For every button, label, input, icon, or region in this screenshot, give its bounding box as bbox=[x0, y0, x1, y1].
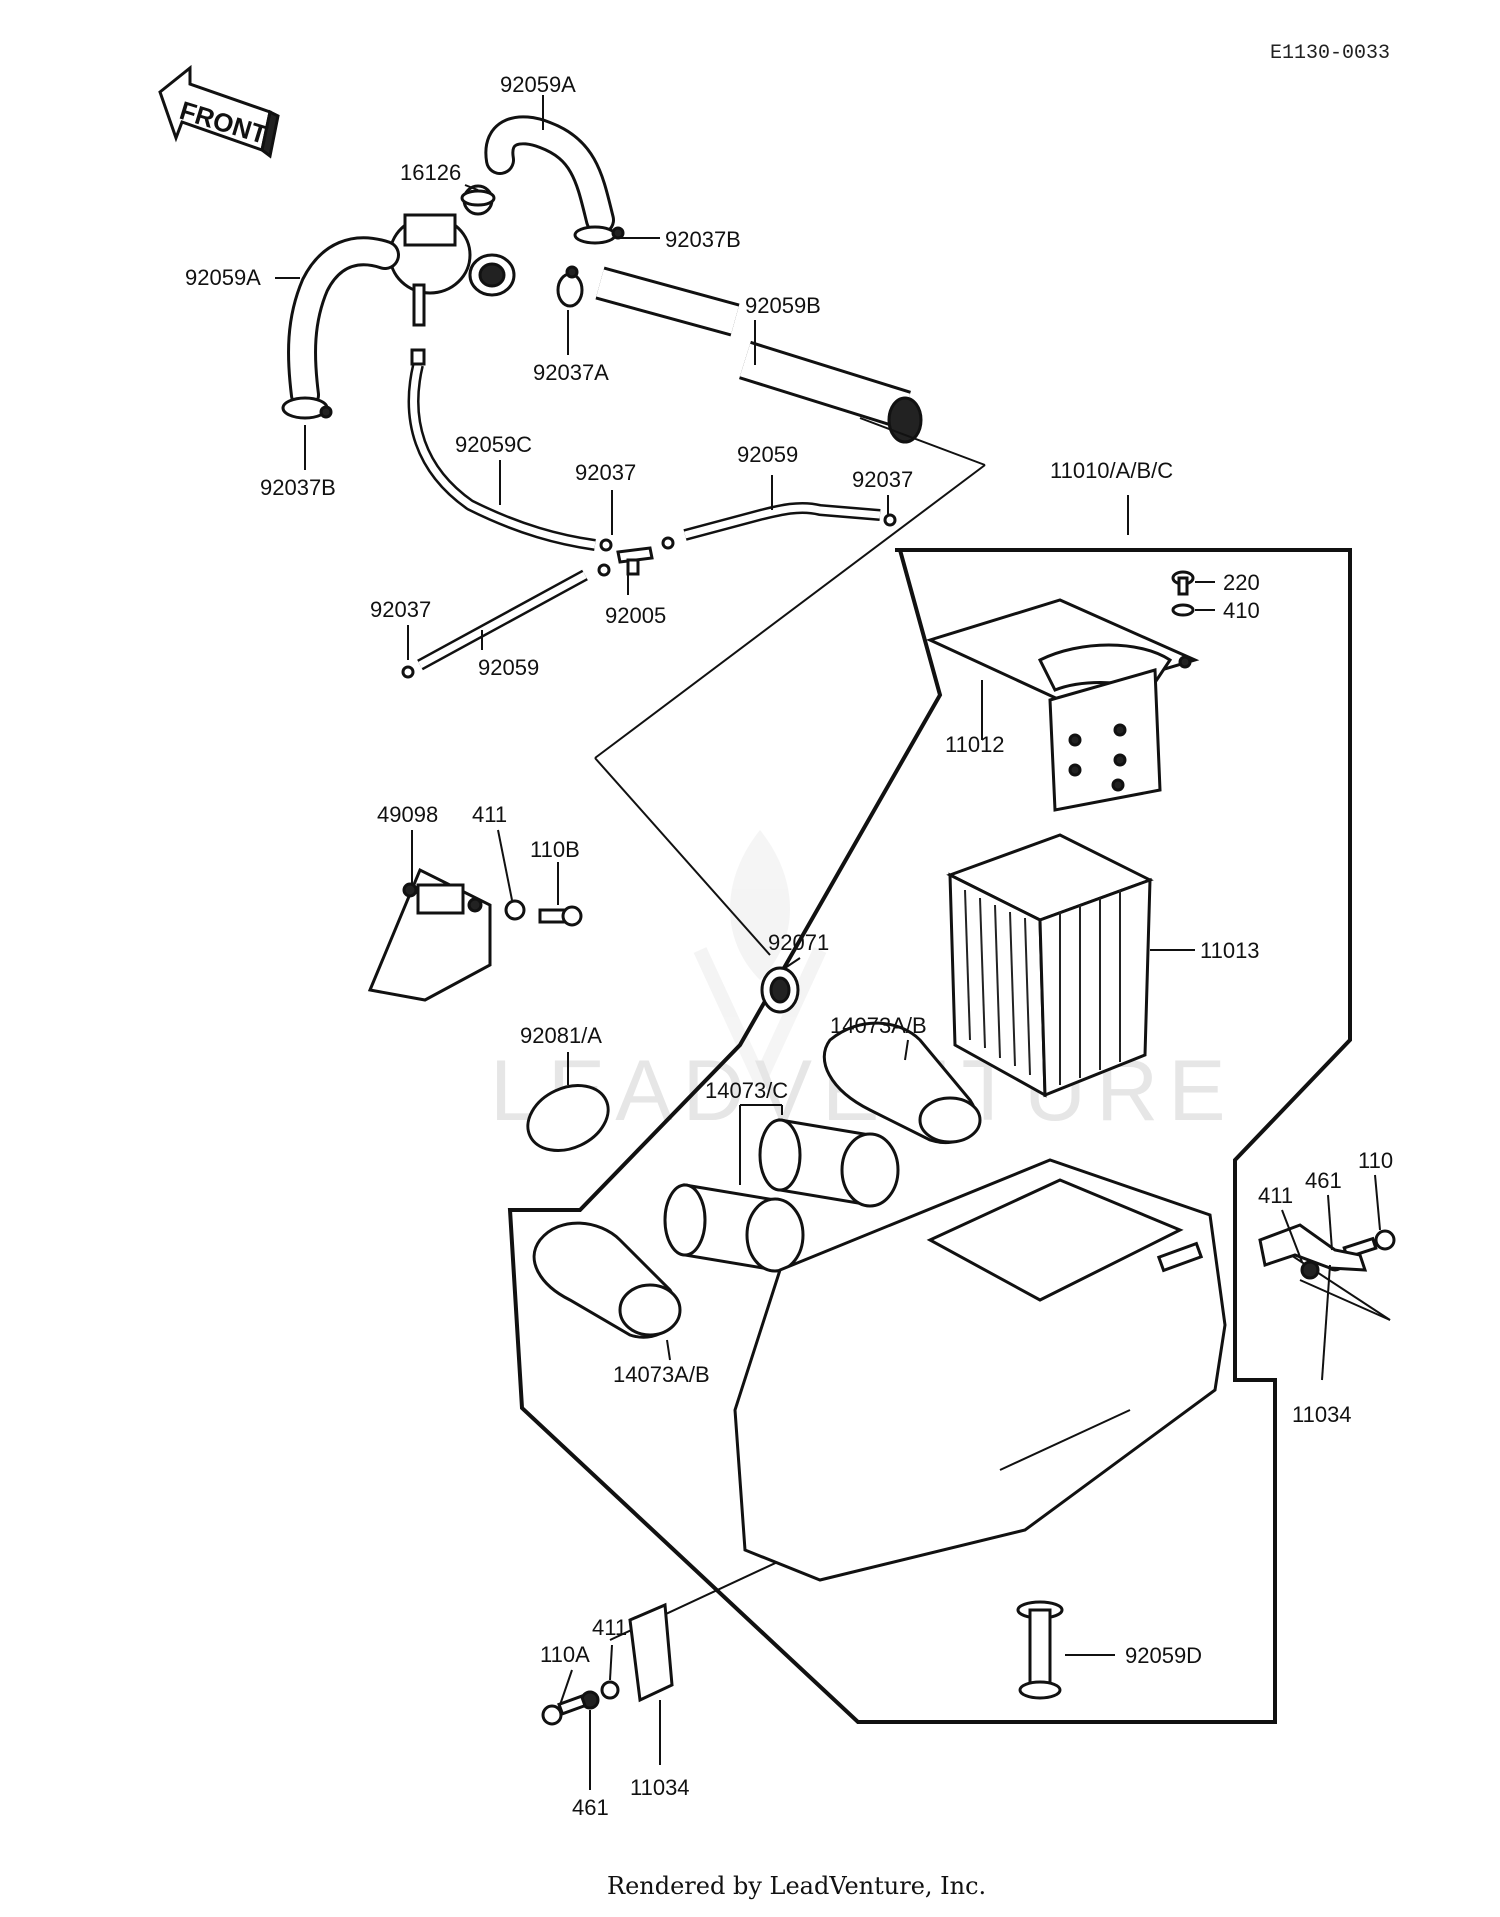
drain-92059d bbox=[1016, 1600, 1064, 1700]
guide-line-hose-b bbox=[859, 417, 986, 466]
bolt-110b bbox=[538, 905, 583, 927]
oring-92081a bbox=[526, 1084, 610, 1152]
duct-14073c-lower bbox=[663, 1183, 805, 1273]
label-11010: 11010/A/B/C bbox=[1050, 458, 1173, 483]
label-11012: 11012 bbox=[945, 732, 1005, 757]
footer-credit: Rendered by LeadVenture, Inc. bbox=[607, 1872, 986, 1900]
label-92071: 92071 bbox=[768, 930, 829, 955]
label-92081a: 92081/A bbox=[520, 1023, 602, 1048]
guide-line-92071 bbox=[594, 757, 771, 956]
label-411-top: 411 bbox=[472, 802, 507, 827]
bracket-11034-bottom bbox=[628, 1602, 674, 1703]
bracket-49098 bbox=[367, 867, 492, 1002]
label-92059b: 92059B bbox=[745, 293, 821, 318]
label-411-bottom: 411 bbox=[592, 1615, 627, 1640]
guide-line-hoses bbox=[594, 464, 986, 759]
assembly-boundary bbox=[507, 548, 1352, 1724]
hose-92059b bbox=[595, 266, 923, 444]
label-14073ab-bottom: 14073A/B bbox=[613, 1362, 710, 1387]
duct-14073ab-top bbox=[822, 1021, 982, 1145]
label-92059a-left: 92059A bbox=[185, 265, 261, 290]
watermark-logo bbox=[693, 830, 827, 1097]
leader-lines bbox=[275, 95, 1381, 1790]
bolt-110a bbox=[541, 1694, 587, 1726]
label-11013: 11013 bbox=[1200, 938, 1260, 963]
label-16126: 16126 bbox=[400, 160, 461, 185]
duct-14073c-upper bbox=[758, 1118, 900, 1208]
hose-92059a-left bbox=[287, 236, 400, 410]
duct-14073ab-bottom bbox=[532, 1221, 682, 1339]
hose-92059c bbox=[407, 348, 596, 551]
label-14073ab-top: 14073A/B bbox=[830, 1013, 927, 1038]
label-92037b-top: 92037B bbox=[665, 227, 741, 252]
filter-11013 bbox=[946, 833, 1154, 1098]
label-411-right: 411 bbox=[1258, 1183, 1293, 1208]
diagram-code: E1130-0033 bbox=[1270, 42, 1390, 65]
label-461-right: 461 bbox=[1305, 1168, 1342, 1193]
hose-92059-left bbox=[401, 569, 588, 679]
washer-411-right bbox=[1300, 1260, 1320, 1280]
clamp-92037b-left bbox=[281, 396, 333, 420]
clamp-92037a bbox=[556, 265, 584, 308]
label-92037a: 92037A bbox=[533, 360, 609, 385]
label-92059-mid: 92059 bbox=[737, 442, 798, 467]
front-arrow-icon: FRONT bbox=[158, 64, 280, 159]
grommet-92071 bbox=[760, 966, 800, 1014]
label-110-right: 110 bbox=[1358, 1148, 1393, 1173]
bracket-11034-right bbox=[1258, 1223, 1368, 1272]
label-92059d: 92059D bbox=[1125, 1643, 1202, 1668]
label-92037-mid: 92037 bbox=[575, 460, 636, 485]
label-92059c: 92059C bbox=[455, 432, 532, 457]
label-410: 410 bbox=[1223, 598, 1260, 623]
label-110b: 110B bbox=[530, 837, 580, 862]
label-92037-right: 92037 bbox=[852, 467, 913, 492]
label-110a: 110A bbox=[540, 1642, 590, 1667]
cover-11012 bbox=[925, 598, 1200, 812]
label-92059-left: 92059 bbox=[478, 655, 539, 680]
label-92037-left: 92037 bbox=[370, 597, 431, 622]
guide-line-bolt-right bbox=[1299, 1279, 1391, 1321]
fitting-92005 bbox=[597, 536, 675, 577]
label-220: 220 bbox=[1223, 570, 1260, 595]
valve-16126 bbox=[388, 184, 516, 327]
washer-410 bbox=[1171, 603, 1195, 617]
label-11034-right: 11034 bbox=[1292, 1402, 1352, 1427]
air-box-housing bbox=[733, 1158, 1227, 1582]
hose-92059-mid bbox=[683, 501, 897, 541]
label-92005: 92005 bbox=[605, 603, 666, 628]
screw-220 bbox=[1171, 570, 1195, 596]
washer-411-bottom bbox=[600, 1680, 620, 1700]
washer-411-top bbox=[504, 899, 526, 921]
label-14073c: 14073/C bbox=[705, 1078, 788, 1103]
clamp-92037b-top bbox=[573, 225, 625, 245]
label-11034-bottom: 11034 bbox=[630, 1775, 690, 1800]
label-92059a-top: 92059A bbox=[500, 72, 576, 97]
label-461-bottom: 461 bbox=[572, 1795, 609, 1820]
label-49098: 49098 bbox=[377, 802, 438, 827]
label-92037b-left: 92037B bbox=[260, 475, 336, 500]
hose-92059a-top bbox=[484, 115, 615, 235]
